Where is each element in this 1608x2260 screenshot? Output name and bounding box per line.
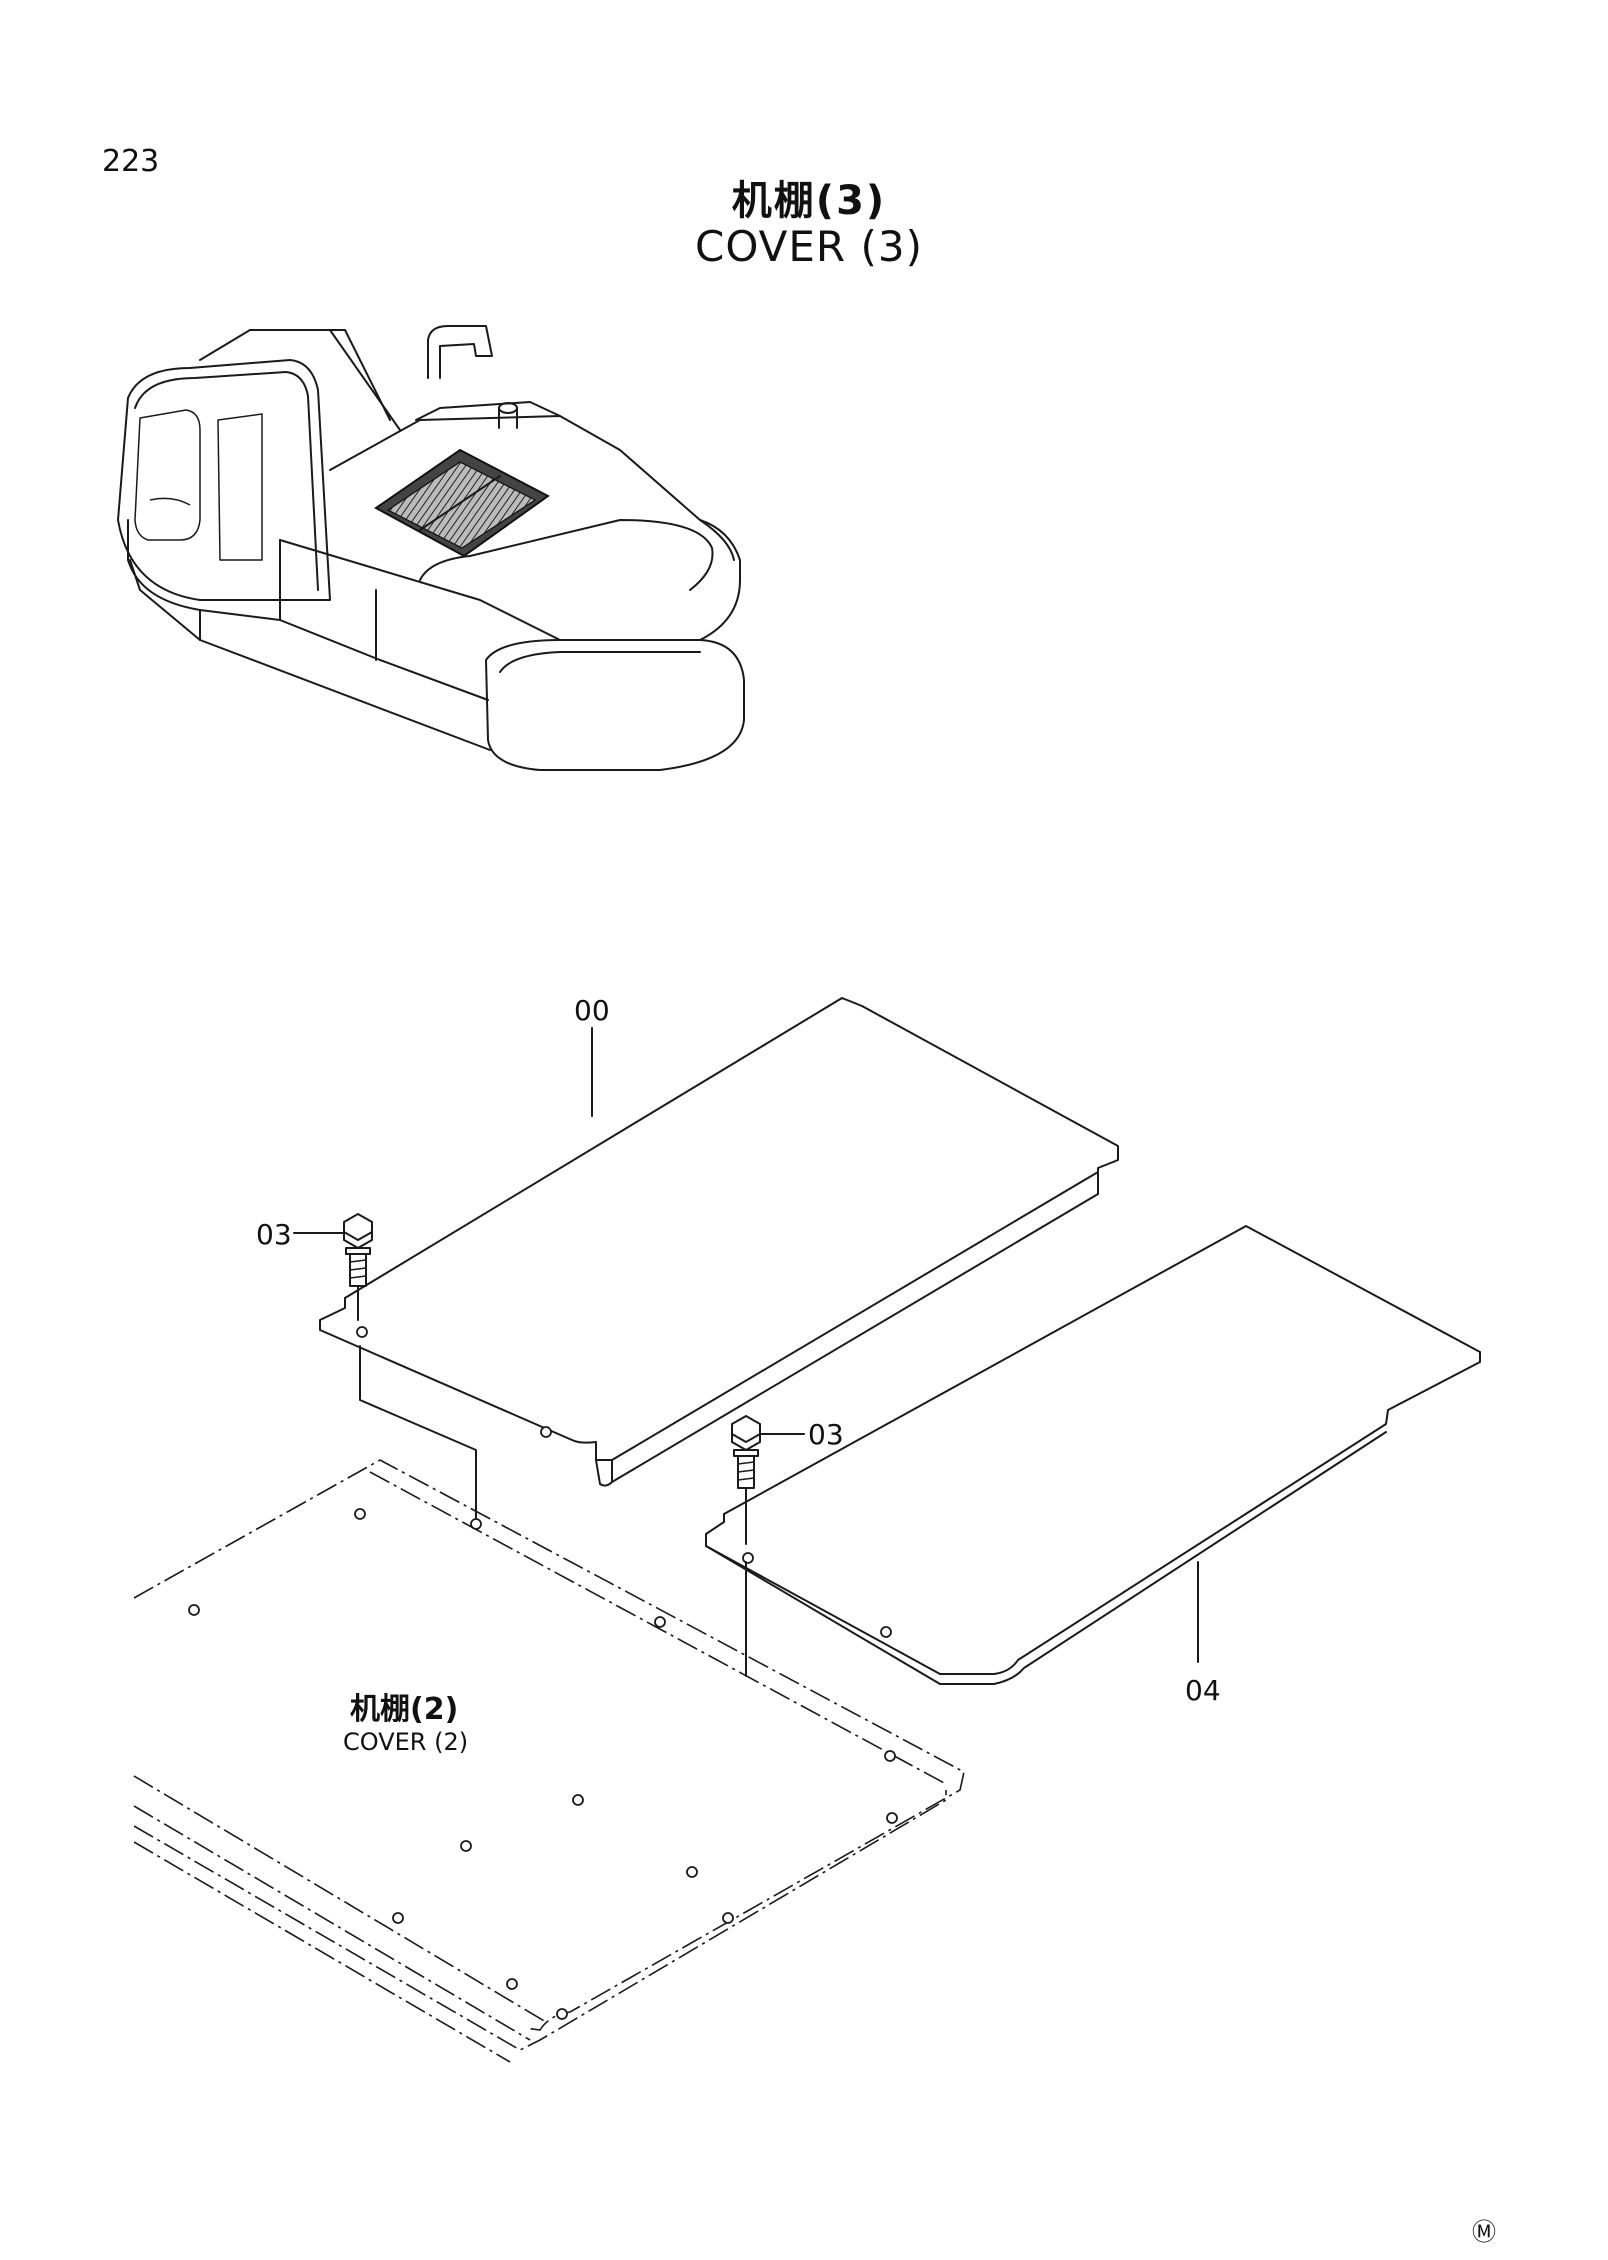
callout-part-03-right: 03 xyxy=(808,1418,844,1451)
callout-part-00: 00 xyxy=(574,994,610,1027)
page-title-english: COVER (3) xyxy=(695,222,923,271)
excavator-overview-illustration xyxy=(117,325,745,771)
bolt-part-03-left xyxy=(293,1213,373,1321)
reference-part-label-chinese: 机棚(2) xyxy=(350,1692,459,1727)
reference-part-label-english: COVER (2) xyxy=(343,1728,469,1756)
cover-plate-part-00 xyxy=(319,997,1119,1530)
page-title-chinese: 机棚(3) xyxy=(731,178,887,224)
callout-part-04: 04 xyxy=(1185,1674,1221,1707)
highlighted-cover-area xyxy=(374,448,550,558)
plate-part-04 xyxy=(705,1225,1481,1685)
bolt-part-03-right xyxy=(731,1415,805,1677)
reference-cover-2-outline xyxy=(133,1459,965,2063)
manufacturer-mark-icon: Ⓜ xyxy=(1472,2218,1496,2246)
page-number: 223 xyxy=(102,144,160,179)
callout-part-03-left: 03 xyxy=(256,1218,292,1251)
